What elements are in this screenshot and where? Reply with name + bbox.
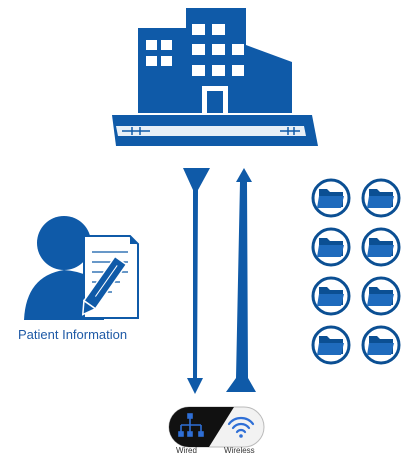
folder-icon — [361, 227, 401, 267]
patient-information-label: Patient Information — [18, 327, 128, 342]
upward-arrow — [226, 168, 256, 392]
wired-network-icon[interactable] — [178, 413, 204, 437]
hospital-building-icon — [112, 8, 318, 146]
downward-arrow — [183, 168, 210, 394]
folder-icon — [311, 325, 351, 365]
folder-icon — [311, 227, 351, 267]
folder-icon — [361, 276, 401, 316]
wireless-label: Wireless — [224, 446, 255, 455]
folder-grid — [311, 178, 401, 365]
patient-with-document-icon — [24, 216, 139, 320]
folder-icon — [311, 276, 351, 316]
wired-label: Wired — [176, 446, 197, 455]
folder-icon — [311, 178, 351, 218]
folder-icon — [361, 178, 401, 218]
folder-icon — [361, 325, 401, 365]
wifi-icon[interactable] — [227, 416, 255, 438]
connection-toggle[interactable] — [168, 406, 265, 448]
